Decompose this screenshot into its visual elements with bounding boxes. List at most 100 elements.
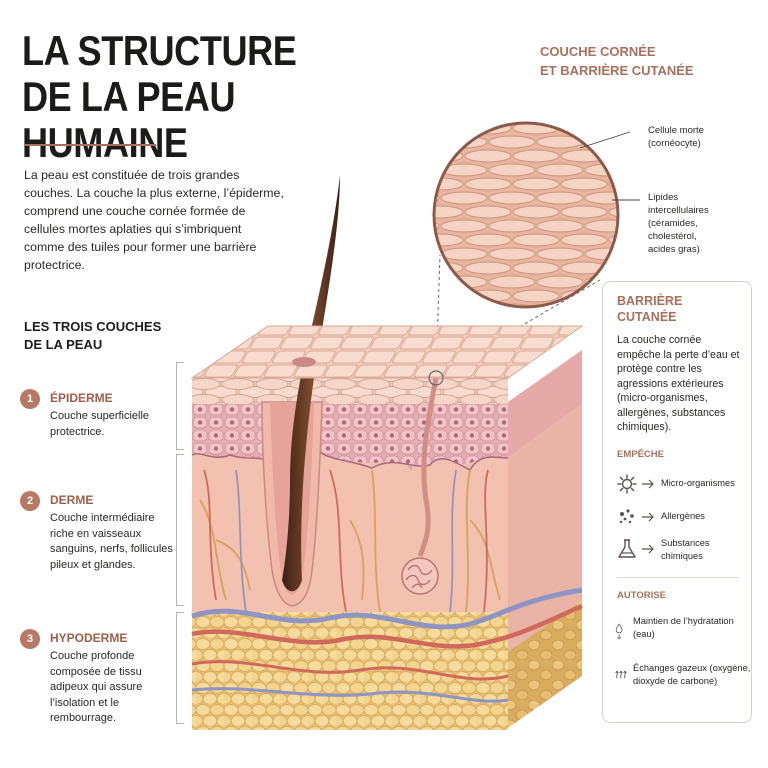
corneocyte-cell xyxy=(434,219,440,233)
corneocyte-cell xyxy=(434,163,440,177)
dead-cell-label-title: Cellule morte xyxy=(648,125,704,136)
corneocyte-cell xyxy=(657,178,703,190)
layer-description: Couche intermédiaire riche en vaisseaux … xyxy=(50,512,173,571)
layers-heading-line-2: DE LA PEAU xyxy=(24,337,103,352)
corneocyte-cell xyxy=(536,163,584,177)
prevents-item-label: Substances chimiques xyxy=(661,538,710,561)
layer-name: ÉPIDERME xyxy=(50,391,113,405)
corneocyte-cell xyxy=(369,262,415,274)
corneocyte-cell xyxy=(464,233,512,247)
corneocyte-cell xyxy=(536,247,584,261)
corneocyte-cell xyxy=(657,262,703,274)
allows-heading: AUTORISE xyxy=(617,590,666,601)
title-divider xyxy=(24,144,156,146)
prevents-item-label: Allergènes xyxy=(661,511,705,521)
corneocyte-cell xyxy=(584,191,618,205)
prevents-heading: EMPÊCHE xyxy=(617,449,664,460)
derme-bracket xyxy=(176,454,184,606)
layer-number-badge: 2 xyxy=(20,491,40,511)
allows-item-label: Maintien de l’hydratation (eau) xyxy=(633,616,734,639)
corneocyte-cell xyxy=(681,164,727,176)
corneocyte-cell xyxy=(560,205,608,219)
corneocyte-cell xyxy=(440,303,488,307)
corneocyte-cell xyxy=(536,275,584,289)
callout-line-1: COUCHE CORNÉE xyxy=(540,44,656,59)
corneocyte-cell xyxy=(464,177,512,191)
corneocyte-cell xyxy=(512,289,560,303)
corneocyte-cell xyxy=(369,206,415,218)
lipids-label: Lipides intercellulaires (céramides, cho… xyxy=(648,191,758,256)
microorganism-icon xyxy=(617,474,637,494)
corneocyte-cell xyxy=(608,205,618,219)
corneocyte-cell xyxy=(434,289,464,303)
corneocyte-cell xyxy=(488,135,536,149)
corneocyte-cell xyxy=(434,275,440,289)
corneocyte-cell xyxy=(440,219,488,233)
layer-description: Couche superficielle protectrice. xyxy=(50,410,150,438)
arrow-right-icon xyxy=(642,479,654,489)
corneocyte-cell xyxy=(440,191,488,205)
arrow-right-icon xyxy=(642,544,654,554)
gas-exchange-icon xyxy=(615,670,627,679)
corneocyte-cell xyxy=(560,233,608,247)
corneocyte-cell xyxy=(512,149,560,163)
corneocyte-cell xyxy=(608,261,618,275)
prevents-item-label: Micro-organismes xyxy=(661,478,735,488)
epiderme-bracket xyxy=(176,362,184,450)
arrow-right-icon xyxy=(642,512,654,522)
corneocyte-cell xyxy=(608,149,618,163)
corneocyte-cell xyxy=(488,247,536,261)
corneocyte-cell xyxy=(369,290,415,302)
corneocyte-cell xyxy=(434,191,440,205)
corneocyte-cell xyxy=(440,247,488,261)
corneocyte-cell xyxy=(536,191,584,205)
corneocyte-cell xyxy=(434,123,464,135)
hypoderme-bracket xyxy=(176,612,184,724)
title-line-1: LA STRUCTURE xyxy=(22,27,297,74)
page-title: LA STRUCTURE DE LA PEAU HUMAINE xyxy=(22,28,349,166)
layer-number-badge: 3 xyxy=(20,629,40,649)
corneocyte-cell xyxy=(369,178,415,190)
corneocyte-cell xyxy=(512,177,560,191)
panel-title-line-1: BARRIÈRE xyxy=(617,294,683,308)
corneocyte-cell xyxy=(657,150,703,162)
skin-barrier-panel: BARRIÈRE CUTANÉE La couche cornée empêch… xyxy=(602,281,752,723)
corneocyte-cell xyxy=(488,163,536,177)
layer-name: DERME xyxy=(50,493,94,507)
stratum-corneum-callout-title: COUCHE CORNÉE ET BARRIÈRE CUTANÉE xyxy=(540,42,750,80)
layers-heading: LES TROIS COUCHES DE LA PEAU xyxy=(24,318,194,354)
corneocyte-cell xyxy=(512,205,560,219)
corneocyte-cell xyxy=(369,122,415,134)
layer-name: HYPODERME xyxy=(50,631,128,645)
corneocyte-cell xyxy=(512,261,560,275)
corneocyte-cell xyxy=(488,191,536,205)
corneocyte-cell xyxy=(464,205,512,219)
panel-description: La couche cornée empêche la perte d’eau … xyxy=(617,334,740,433)
corneocyte-cell xyxy=(488,303,536,307)
corneocyte-cell xyxy=(584,135,618,149)
dead-cell-label: Cellule morte (cornéocyte) xyxy=(648,124,758,150)
corneocyte-cell xyxy=(464,149,512,163)
corneocyte-cell xyxy=(464,261,512,275)
allergen-icon xyxy=(619,509,634,524)
corneocyte-cell xyxy=(608,177,618,191)
layers-heading-line-1: LES TROIS COUCHES xyxy=(24,319,162,334)
allows-item-label: Échanges gazeux (oxygène, dioxyde de car… xyxy=(633,663,751,686)
corneocyte-cell xyxy=(488,275,536,289)
corneocyte-cell xyxy=(536,219,584,233)
water-drop-icon xyxy=(615,623,623,640)
corneocyte-cell xyxy=(488,219,536,233)
layer-description: Couche profonde composée de tissu adipeu… xyxy=(50,650,143,724)
corneocyte-cell xyxy=(434,135,440,149)
panel-divider xyxy=(617,577,739,578)
lipids-label-sub: (céramides, cholestérol, acides gras) xyxy=(648,218,700,255)
corneocyte-cell xyxy=(608,233,618,247)
lipids-label-title: Lipides intercellulaires xyxy=(648,192,709,216)
corneocyte-cell xyxy=(584,219,618,233)
flask-icon xyxy=(618,539,636,558)
intro-paragraph: La peau est constituée de trois grandes … xyxy=(24,168,284,272)
corneocyte-cell xyxy=(434,247,440,261)
panel-title: BARRIÈRE CUTANÉE xyxy=(617,293,742,325)
corneocyte-cell xyxy=(512,233,560,247)
